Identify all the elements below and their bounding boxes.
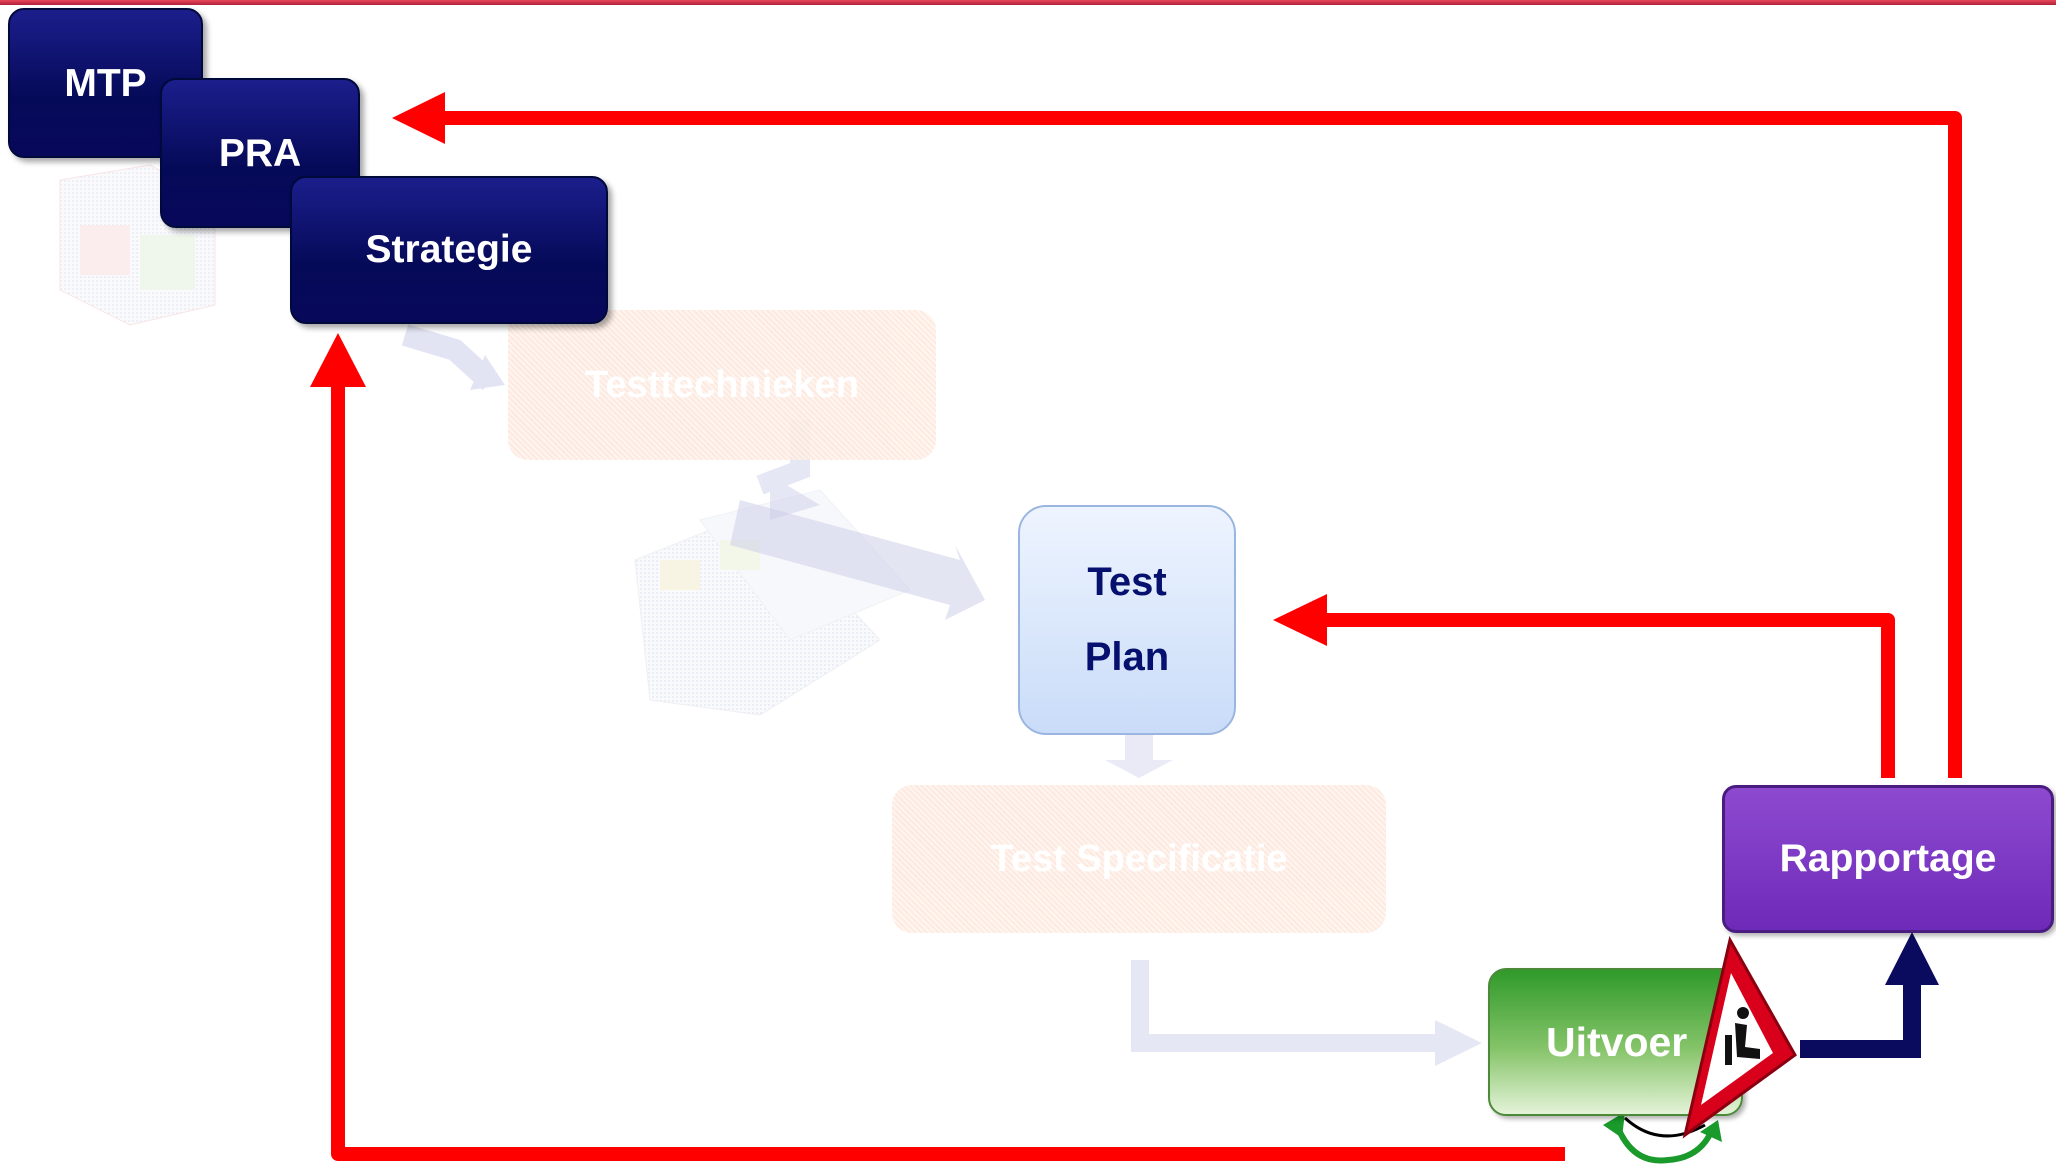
cycle-arrows-icon [1603,1112,1722,1164]
top-border [0,0,2056,5]
faded-arrow-testplan-spec [1105,735,1173,778]
feedback-arrow-rapportage-to-mtp [392,92,1962,778]
test-plan-label-line1: Test [1087,560,1167,604]
feedback-arrow-uitvoer-to-strategie [310,333,1565,1161]
uitvoer-label: Uitvoer [1546,1018,1688,1065]
test-plan-box[interactable]: Test Plan [1018,505,1236,735]
mtp-label: MTP [64,62,147,105]
forward-arrow-uitvoer-to-rapportage [1800,932,1939,1058]
strategie-box[interactable]: Strategie [290,176,608,324]
test-specificatie-box: Test Specificatie [892,785,1386,933]
test-specificatie-label: Test Specificatie [990,837,1288,880]
faded-arrow-strategie-testtechnieken [401,324,505,391]
testtechnieken-label: Testtechnieken [585,363,859,406]
faded-arrow-spec-uitvoer [1131,960,1482,1066]
testtechnieken-box: Testtechnieken [508,310,936,460]
strategie-label: Strategie [365,228,533,271]
warning-sign-icon [1682,935,1797,1139]
rapportage-box[interactable]: Rapportage [1722,785,2054,933]
faded-arrow-cards-testplan [730,500,985,620]
pra-label: PRA [218,132,302,175]
feedback-arrow-rapportage-to-testplan [1273,594,1895,778]
test-plan-label-line2: Plan [1084,635,1170,679]
rapportage-label: Rapportage [1779,837,1997,880]
